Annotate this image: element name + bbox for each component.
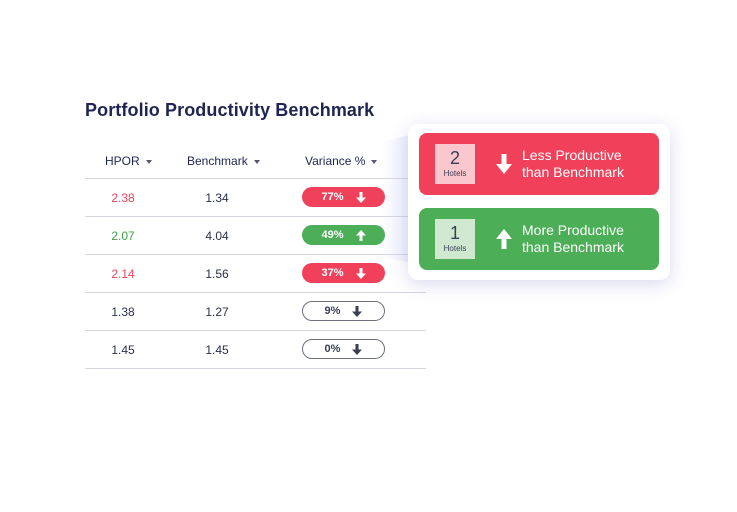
card-label: More Productive than Benchmark (522, 222, 624, 255)
benchmark-value: 1.56 (205, 267, 229, 281)
hpor-value: 2.14 (111, 267, 135, 281)
sort-caret-icon (253, 160, 260, 164)
arrow-down-icon (496, 154, 512, 174)
benchmark-value: 1.45 (205, 343, 229, 357)
column-header-benchmark[interactable]: Benchmark (187, 154, 260, 168)
less-productive-card[interactable]: 2 Hotels Less Productive than Benchmark (419, 133, 659, 195)
hpor-value: 2.07 (111, 229, 135, 243)
hotel-count-badge: 1 Hotels (435, 219, 475, 259)
hotel-count-badge: 2 Hotels (435, 144, 475, 184)
hotel-count: 1 (449, 223, 460, 243)
table-row[interactable]: 1.38 1.27 9% (85, 293, 426, 331)
summary-panel: 2 Hotels Less Productive than Benchmark … (408, 124, 670, 280)
column-header-hpor[interactable]: HPOR (105, 154, 152, 168)
hotel-count: 2 (449, 148, 460, 168)
table-row[interactable]: 2.14 1.56 37% (85, 255, 426, 293)
table-row[interactable]: 1.45 1.45 0% (85, 331, 426, 369)
hotel-count-unit: Hotels (443, 244, 467, 253)
arrow-up-icon (496, 229, 512, 249)
hotel-count-unit: Hotels (443, 169, 467, 178)
benchmark-value: 1.27 (205, 305, 229, 319)
variance-badge: 49% (302, 225, 385, 245)
variance-value: 37% (321, 267, 344, 279)
benchmark-value: 4.04 (205, 229, 229, 243)
benchmark-table: HPOR Benchmark Variance % 2.38 1.34 77% 2.0… (85, 146, 426, 369)
table-row[interactable]: 2.07 4.04 49% (85, 217, 426, 255)
variance-badge: 77% (302, 187, 385, 207)
arrow-down-icon (352, 305, 363, 317)
table-row[interactable]: 2.38 1.34 77% (85, 179, 426, 217)
page-title: Portfolio Productivity Benchmark (85, 100, 375, 120)
variance-value: 49% (321, 229, 344, 241)
benchmark-value: 1.34 (205, 191, 229, 205)
arrow-down-icon (352, 343, 363, 355)
column-header-variance[interactable]: Variance % (305, 154, 378, 168)
variance-badge: 37% (302, 263, 385, 283)
variance-badge: 9% (302, 301, 385, 321)
hpor-value: 1.38 (111, 305, 135, 319)
variance-value: 9% (324, 305, 341, 317)
arrow-down-icon (355, 267, 366, 279)
sort-caret-icon (371, 160, 378, 164)
hpor-value: 2.38 (111, 191, 135, 205)
sort-caret-icon (145, 160, 152, 164)
table-header: HPOR Benchmark Variance % (85, 146, 426, 179)
card-label: Less Productive than Benchmark (522, 147, 624, 180)
variance-value: 77% (321, 191, 344, 203)
arrow-down-icon (355, 191, 366, 203)
arrow-up-icon (355, 229, 366, 241)
more-productive-card[interactable]: 1 Hotels More Productive than Benchmark (419, 208, 659, 270)
hpor-value: 1.45 (111, 343, 135, 357)
variance-badge: 0% (302, 339, 385, 359)
variance-value: 0% (324, 343, 341, 355)
